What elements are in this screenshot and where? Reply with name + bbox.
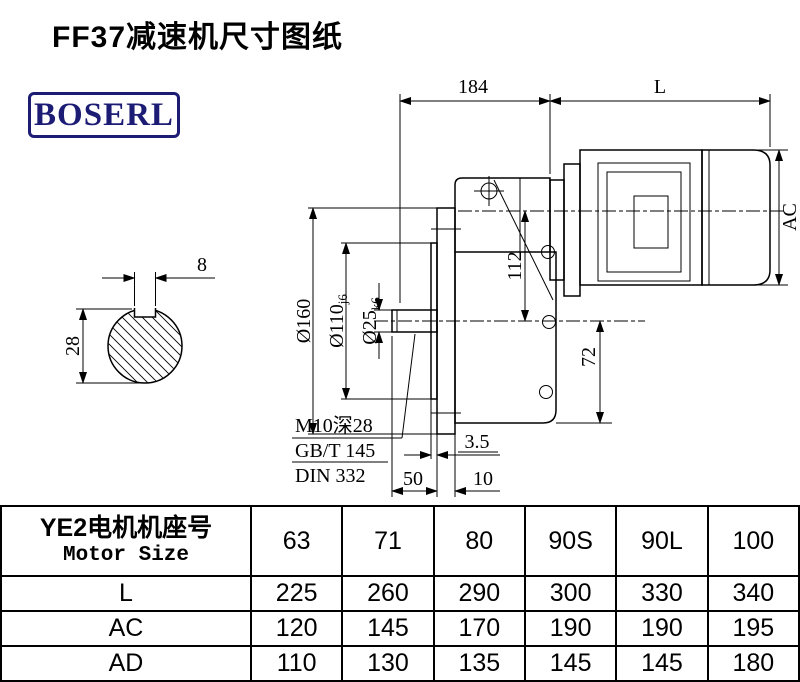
table-header-row: YE2电机机座号 Motor Size 63 71 80 90S 90L 100 [0, 505, 800, 577]
row-label-AC: AC [0, 610, 252, 647]
dim-label-spigot: Ø110j6 [326, 294, 350, 348]
dim-spigot-main: Ø110 [326, 304, 348, 348]
table-row-AC: AC 120 145 170 190 190 195 [0, 610, 800, 647]
motor-size-63: 63 [249, 505, 344, 577]
table-cell: 145 [523, 645, 618, 682]
motor [549, 149, 771, 297]
dim-shaft-tolerance: k6 [368, 297, 383, 311]
dim-label-112: 112 [504, 251, 526, 280]
row-label-AD: AD [0, 645, 252, 682]
motor-size-label-en: Motor Size [62, 544, 190, 568]
table-cell: 145 [341, 610, 435, 647]
dim-label-28: 28 [62, 336, 84, 356]
table-cell: 145 [615, 645, 709, 682]
motor-size-71: 71 [341, 505, 435, 577]
table-cell: 340 [706, 575, 800, 612]
table-cell: 120 [249, 610, 344, 647]
dim-label-10: 10 [473, 468, 493, 490]
motor-size-90L: 90L [615, 505, 709, 577]
dim-label-shaft: Ø25k6 [359, 297, 383, 345]
table-cell: 330 [615, 575, 709, 612]
dim-label-flange-od: Ø160 [293, 299, 315, 343]
table-cell: 225 [249, 575, 344, 612]
table-cell: 290 [432, 575, 526, 612]
dimension-lines [76, 94, 788, 497]
dim-label-3-5: 3.5 [465, 431, 490, 453]
table-cell: 110 [249, 645, 344, 682]
table-cell: 195 [706, 610, 800, 647]
table-cell: 135 [432, 645, 526, 682]
motor-size-90S: 90S [523, 505, 618, 577]
brand-logo: BOSERL [28, 92, 180, 138]
keyway-cutout [134, 300, 156, 317]
table-row-AD: AD 110 130 135 145 145 180 [0, 645, 800, 682]
table-cell: 130 [341, 645, 435, 682]
table-cell: 190 [615, 610, 709, 647]
table-cell: 300 [523, 575, 618, 612]
motor-size-80: 80 [432, 505, 526, 577]
dim-label-184: 184 [458, 76, 488, 98]
dim-label-50: 50 [403, 468, 423, 490]
technical-drawing: 184 L AC 8 28 Ø160 Ø110j6 Ø25k6 112 72 M… [62, 76, 800, 497]
note-standard-gb: GB/T 145 [295, 440, 375, 462]
dim-spigot-tolerance: j6 [335, 294, 350, 306]
table-cell: 190 [523, 610, 618, 647]
dim-label-72: 72 [578, 347, 600, 367]
dim-label-AC: AC [779, 203, 800, 231]
motor-size-label-cn: YE2电机机座号 [39, 514, 213, 543]
note-standard-din: DIN 332 [295, 465, 366, 487]
input-bore-crosshair-icon [474, 176, 504, 206]
motor-size-100: 100 [706, 505, 800, 577]
table-row-L: L 225 260 290 300 330 340 [0, 575, 800, 612]
table-cell: 180 [706, 645, 800, 682]
note-tap-hole: M10深28 [295, 414, 373, 437]
table-cell: 170 [432, 610, 526, 647]
row-label-L: L [0, 575, 252, 612]
dim-shaft-main: Ø25 [359, 310, 381, 344]
fan-cowl [701, 149, 771, 286]
motor-size-header: YE2电机机座号 Motor Size [0, 505, 252, 577]
dim-label-key-width: 8 [197, 254, 207, 276]
page-title: FF37减速机尺寸图纸 [52, 21, 344, 54]
output-shaft [391, 309, 438, 333]
dim-label-L: L [654, 76, 666, 98]
table-cell: 260 [341, 575, 435, 612]
motor-dimension-table: YE2电机机座号 Motor Size 63 71 80 90S 90L 100… [0, 505, 800, 682]
gearbox-housing [454, 176, 557, 424]
